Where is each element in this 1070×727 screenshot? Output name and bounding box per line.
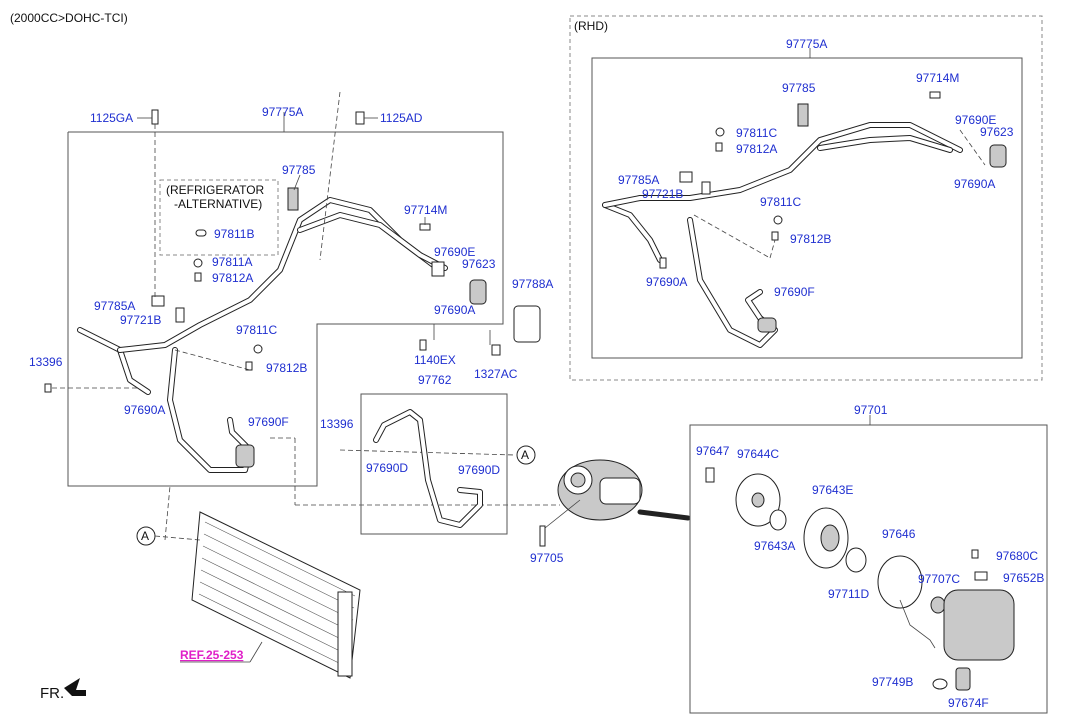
- main-hose-frame: [67, 131, 504, 487]
- rhd-label-97811c-lower: 97811C: [760, 195, 801, 209]
- rhd-label-97690f: 97690F: [774, 285, 815, 299]
- callout-a-right: [516, 445, 536, 465]
- comp-label-97707c: 97707C: [918, 572, 960, 586]
- rhd-label-97690e: 97690E: [955, 113, 996, 127]
- label-97812a: 97812A: [212, 271, 253, 285]
- label-97690d-right: 97690D: [458, 463, 500, 477]
- cap-97811c-icon: [253, 344, 263, 354]
- comp-label-97643e: 97643E: [812, 483, 853, 497]
- comp-label-97680c: 97680C: [996, 549, 1038, 563]
- refrigerator-alternative-box: [159, 179, 279, 256]
- label-97705: 97705: [530, 551, 564, 565]
- reference-link[interactable]: REF.25-253: [180, 648, 244, 662]
- callout-a-left-leader: [154, 535, 201, 541]
- label-97788a: 97788A: [512, 277, 553, 291]
- silencer-97788a-icon: [513, 305, 541, 343]
- comp-label-97652b: 97652B: [1003, 571, 1044, 585]
- engine-spec-title: (2000CC>DOHC-TCI): [10, 11, 128, 25]
- cap-97811b-icon: [195, 229, 207, 237]
- main-leaders: [52, 91, 560, 506]
- label-97812b: 97812B: [266, 361, 307, 375]
- label-97785: 97785: [282, 163, 316, 177]
- comp-label-97749b: 97749B: [872, 675, 913, 689]
- comp-label-97701: 97701: [854, 403, 888, 417]
- label-97811b: 97811B: [214, 227, 254, 241]
- front-arrow-icon: [64, 678, 86, 696]
- compressor-exploded-frame: [689, 424, 1048, 714]
- label-97690f: 97690F: [248, 415, 289, 429]
- bolt-1125ad-icon: [355, 111, 365, 125]
- rhd-label-97812b: 97812B: [790, 232, 831, 246]
- compressor-center: [539, 459, 691, 547]
- label-97775a: 97775A: [262, 105, 303, 119]
- rhd-leaders: [693, 129, 986, 259]
- refrigerator-line1: (REFRIGERATOR: [166, 183, 265, 197]
- label-97714m: 97714M: [404, 203, 447, 217]
- comp-label-97646: 97646: [882, 527, 916, 541]
- condenser-link-leader: [164, 485, 171, 541]
- label-97785a: 97785A: [94, 299, 135, 313]
- rhd-label-97785: 97785: [782, 81, 816, 95]
- rhd-label-97623: 97623: [980, 125, 1014, 139]
- bracket-97785a-icon: [151, 295, 165, 307]
- label-97811c: 97811C: [236, 323, 277, 337]
- rhd-label-97721b: 97721B: [642, 187, 683, 201]
- label-1125ad: 1125AD: [380, 111, 423, 125]
- rhd-title: (RHD): [574, 19, 608, 33]
- comp-label-97647: 97647: [696, 444, 730, 458]
- bolt-1327ac-icon: [491, 344, 501, 356]
- compressor-exploded-parts: [705, 467, 1015, 691]
- rhd-label-97812a: 97812A: [736, 142, 777, 156]
- rhd-frame: [569, 15, 1043, 381]
- condenser: [191, 511, 361, 679]
- callout-a-left-letter: A: [141, 529, 149, 543]
- label-97690a: 97690A: [434, 303, 475, 317]
- discharge-hose-box: [360, 393, 508, 535]
- main-hose-assembly: [77, 187, 487, 473]
- label-1327ac: 1327AC: [474, 367, 518, 381]
- label-1140ex: 1140EX: [414, 353, 456, 367]
- bolt-97705-icon: [539, 525, 546, 547]
- clip-97721b-icon: [175, 307, 185, 323]
- comp-label-97674f: 97674F: [948, 696, 989, 710]
- rhd-label-97690a: 97690A: [954, 177, 995, 191]
- label-97690a-lower: 97690A: [124, 403, 165, 417]
- nut-13396-icon: [44, 383, 52, 393]
- valve-97812a-icon: [194, 272, 202, 282]
- discharge-hose: [373, 409, 483, 528]
- rhd-fittings: [659, 91, 941, 269]
- small-fittings: [44, 109, 541, 393]
- cap-97811a-icon: [193, 258, 203, 268]
- bolt-1140ex-icon: [419, 339, 427, 351]
- label-97721b: 97721B: [120, 313, 161, 327]
- label-97762: 97762: [418, 373, 452, 387]
- refrigerator-line2: -ALTERNATIVE): [174, 197, 262, 211]
- rhd-label-97775a: 97775A: [786, 37, 827, 51]
- rhd-hose-assembly: [602, 103, 1007, 348]
- reference-leader: [249, 641, 263, 663]
- comp-label-97643a: 97643A: [754, 539, 795, 553]
- rhd-label-97690a-lower: 97690A: [646, 275, 687, 289]
- bolt-1125ga-icon: [151, 109, 159, 125]
- label-97811a: 97811A: [212, 255, 252, 269]
- rhd-label-97785a: 97785A: [618, 173, 659, 187]
- label-97690d: 97690D: [366, 461, 408, 475]
- label-97690e: 97690E: [434, 245, 475, 259]
- rhd-hose-frame: [591, 57, 1023, 359]
- label-97623: 97623: [462, 257, 496, 271]
- label-13396: 13396: [29, 355, 63, 369]
- callout-a-right-letter: A: [521, 448, 529, 462]
- label-1125ga: 1125GA: [90, 111, 133, 125]
- label-13396-lower: 13396: [320, 417, 354, 431]
- comp-label-97711d: 97711D: [828, 587, 869, 601]
- front-label: FR.: [40, 685, 64, 702]
- rhd-label-97714m: 97714M: [916, 71, 959, 85]
- rhd-label-97811c: 97811C: [736, 126, 777, 140]
- comp-label-97644c: 97644C: [737, 447, 779, 461]
